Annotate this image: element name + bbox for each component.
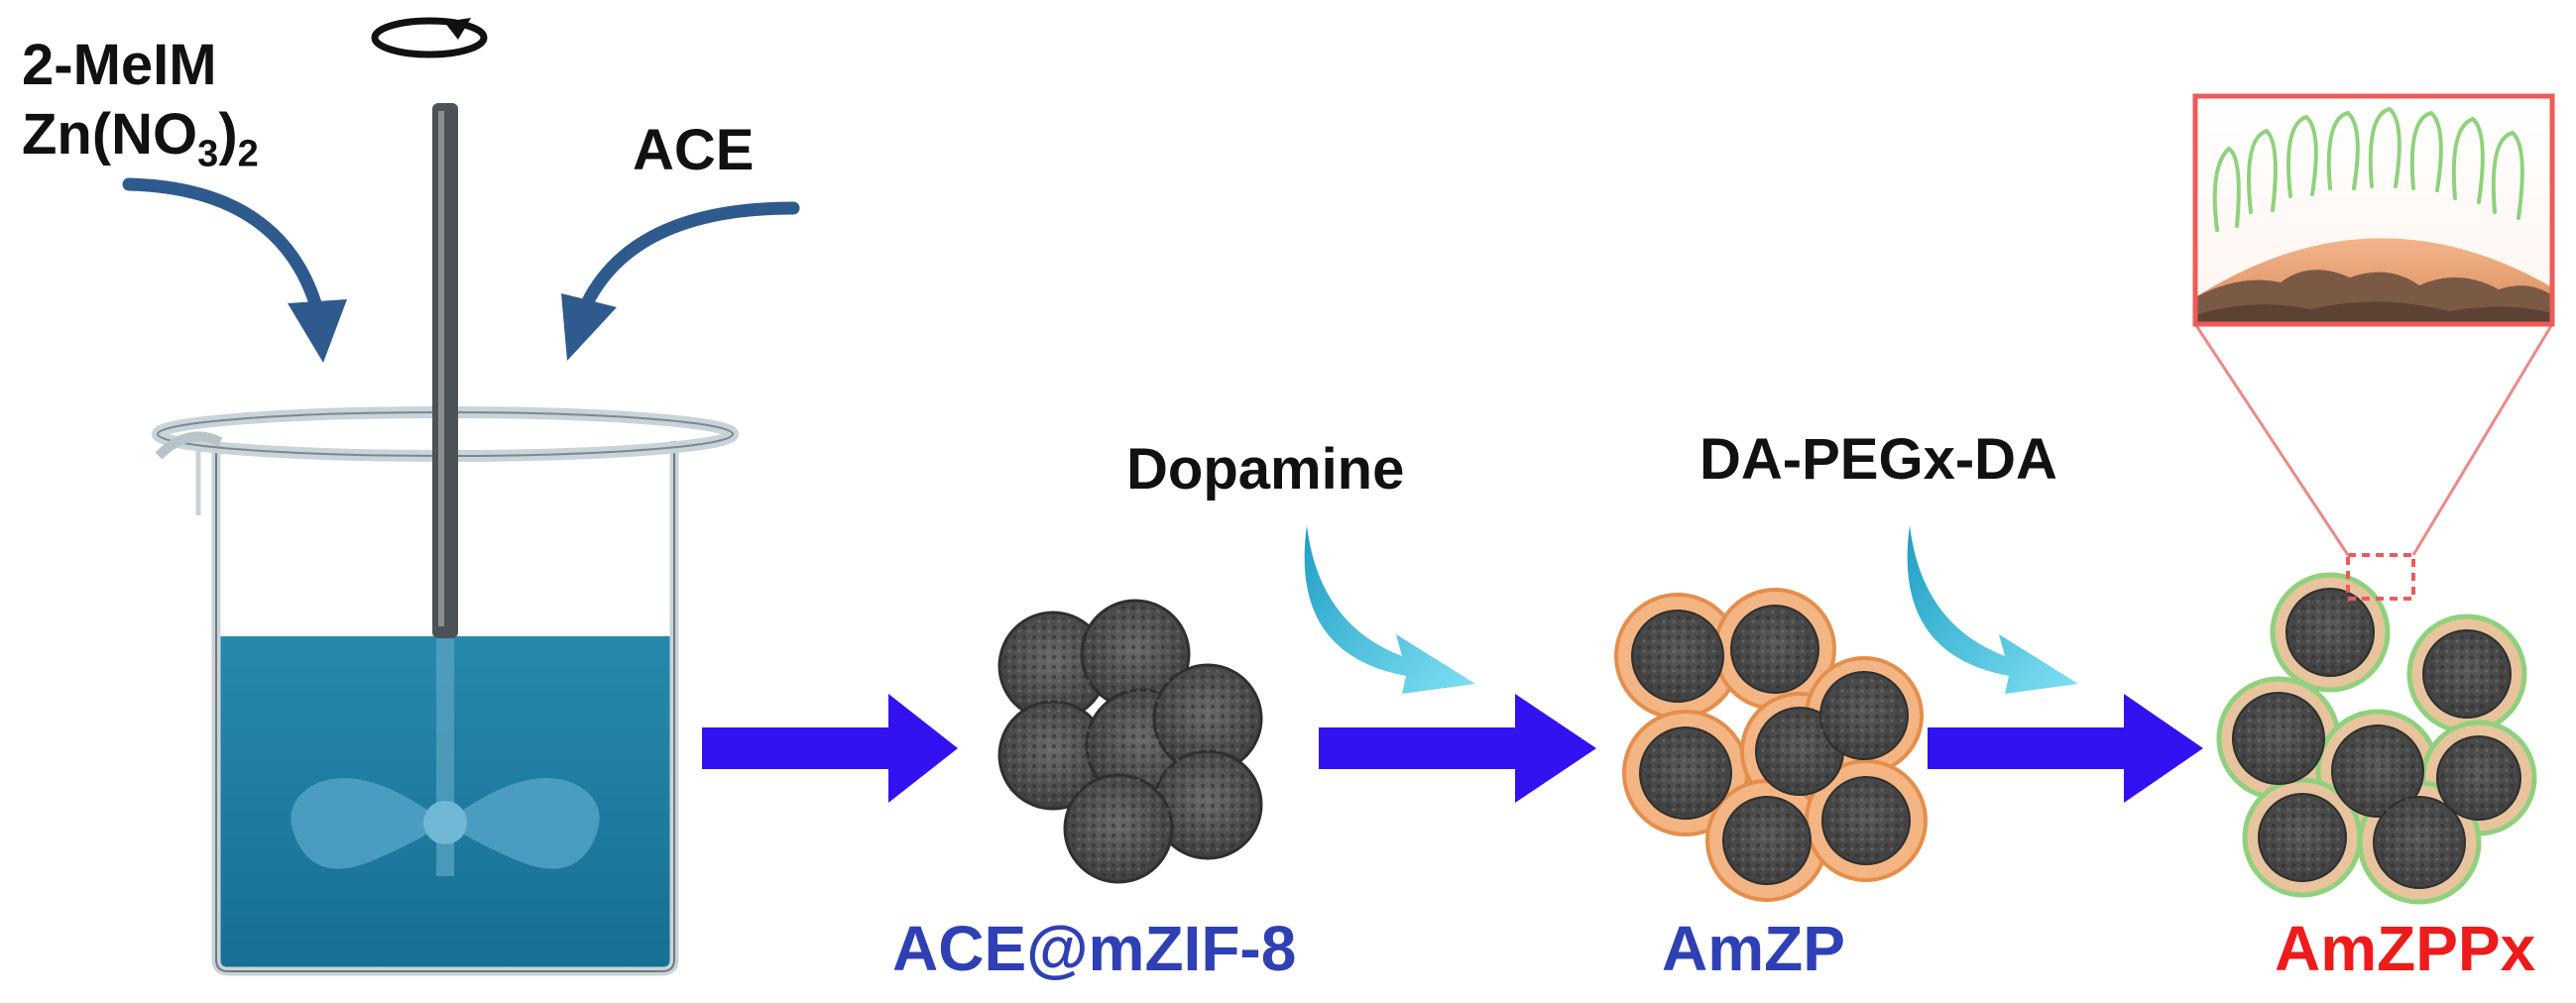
pda-coated-cluster-icon: [1614, 588, 1928, 902]
reagent-input-arrow: [122, 177, 322, 310]
step2-reagent-label: DA-PEGx-DA: [1699, 427, 2057, 492]
product-label-ace-mzif-8: ACE@mZIF-8: [892, 913, 1297, 984]
process-arrow-3: [1928, 694, 2203, 803]
step1-reagent-label: Dopamine: [1126, 437, 1405, 502]
beaker-spout: [155, 431, 223, 460]
drug-label: ACE: [633, 118, 755, 182]
product-label-amzp: AmZP: [1662, 913, 1845, 984]
reagent-label-zinc-nitrate: Zn(NO3)2: [22, 102, 259, 175]
zoom-region-marker: [2346, 553, 2415, 601]
rotation-icon: [371, 17, 488, 58]
product-label-amzppx: AmZPPx: [2275, 913, 2536, 984]
process-arrow-1: [702, 694, 958, 803]
drug-input-arrowhead: [561, 293, 617, 361]
nanoparticle-cluster-icon: [997, 599, 1263, 884]
reagent-label-2-meim: 2-MeIM: [22, 33, 217, 97]
process-arrow-2: [1319, 694, 1596, 803]
peg-addition-arrow: [1907, 525, 2078, 694]
zoom-inset-icon: [2192, 93, 2555, 556]
drug-input-arrow: [580, 201, 800, 310]
stirrer-icon: [291, 103, 600, 876]
dopamine-addition-arrow: [1304, 525, 1475, 694]
reagent-input-arrowhead: [288, 299, 347, 363]
peg-coated-cluster-icon: [2216, 553, 2537, 905]
